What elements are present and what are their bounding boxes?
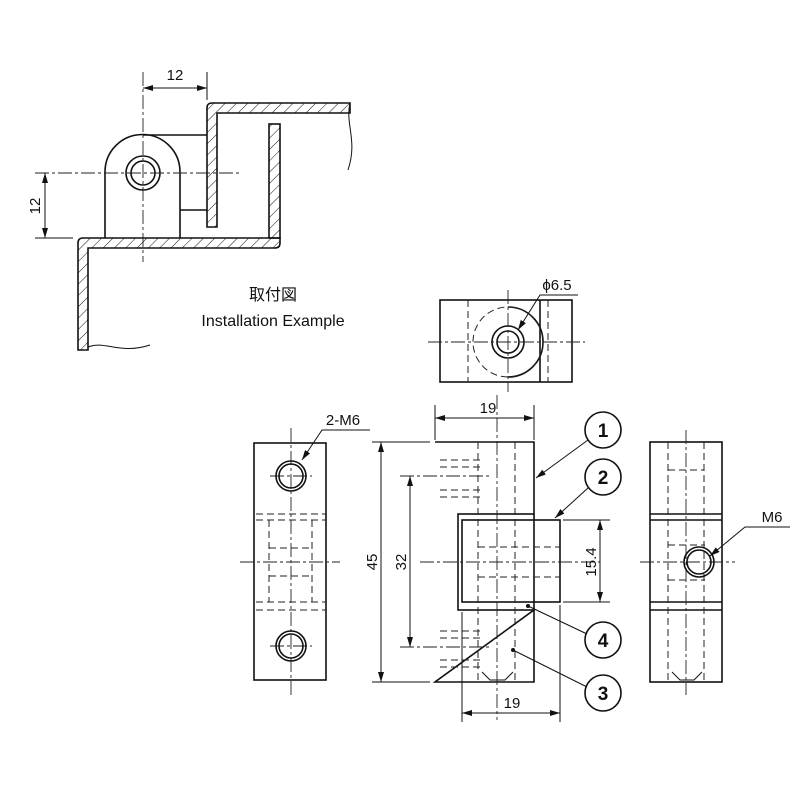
upper-panel xyxy=(206,102,351,228)
dim-width-top: 19 xyxy=(480,400,497,417)
thread-hole xyxy=(683,546,715,578)
break-line xyxy=(87,344,151,349)
right-view: M6 xyxy=(640,430,790,695)
balloon-2: 2 xyxy=(584,458,622,496)
dim-height-total: 45 xyxy=(364,554,381,571)
dim-hole-pitch: 32 xyxy=(393,554,410,571)
svg-text:2: 2 xyxy=(598,468,609,489)
upper-panel-tab xyxy=(268,123,281,239)
dim-middle-height: 15.4 xyxy=(583,547,600,576)
hole-thread-label: 2-M6 xyxy=(326,412,360,429)
hinge-knuckle xyxy=(104,133,181,238)
mounting-hole xyxy=(275,460,307,492)
dim-width-bottom: 19 xyxy=(504,695,521,712)
installation-title-en: Installation Example xyxy=(201,313,344,330)
front-view: 19 45 32 15.4 19 1 2 3 4 xyxy=(364,395,622,722)
lower-panel xyxy=(77,237,281,351)
balloon-3: 3 xyxy=(584,674,622,712)
svg-text:4: 4 xyxy=(598,631,609,652)
hole-diameter-label: ϕ6.5 xyxy=(542,277,571,294)
installation-example: 12 12 取付図 Installation Example xyxy=(27,67,353,351)
dim-12-horizontal: 12 xyxy=(167,67,184,84)
dim-12-vertical: 12 xyxy=(27,198,44,215)
top-view: ϕ6.5 xyxy=(428,277,585,392)
break-line xyxy=(347,102,353,171)
middle-knuckle xyxy=(461,519,561,603)
installation-title-jp: 取付図 xyxy=(249,286,297,304)
left-view: 2-M6 xyxy=(240,412,370,695)
svg-text:1: 1 xyxy=(598,421,609,442)
svg-text:3: 3 xyxy=(598,684,609,705)
balloon-4: 4 xyxy=(584,621,622,659)
thread-label: M6 xyxy=(762,509,783,526)
mounting-hole xyxy=(275,630,307,662)
balloon-1: 1 xyxy=(584,411,622,449)
